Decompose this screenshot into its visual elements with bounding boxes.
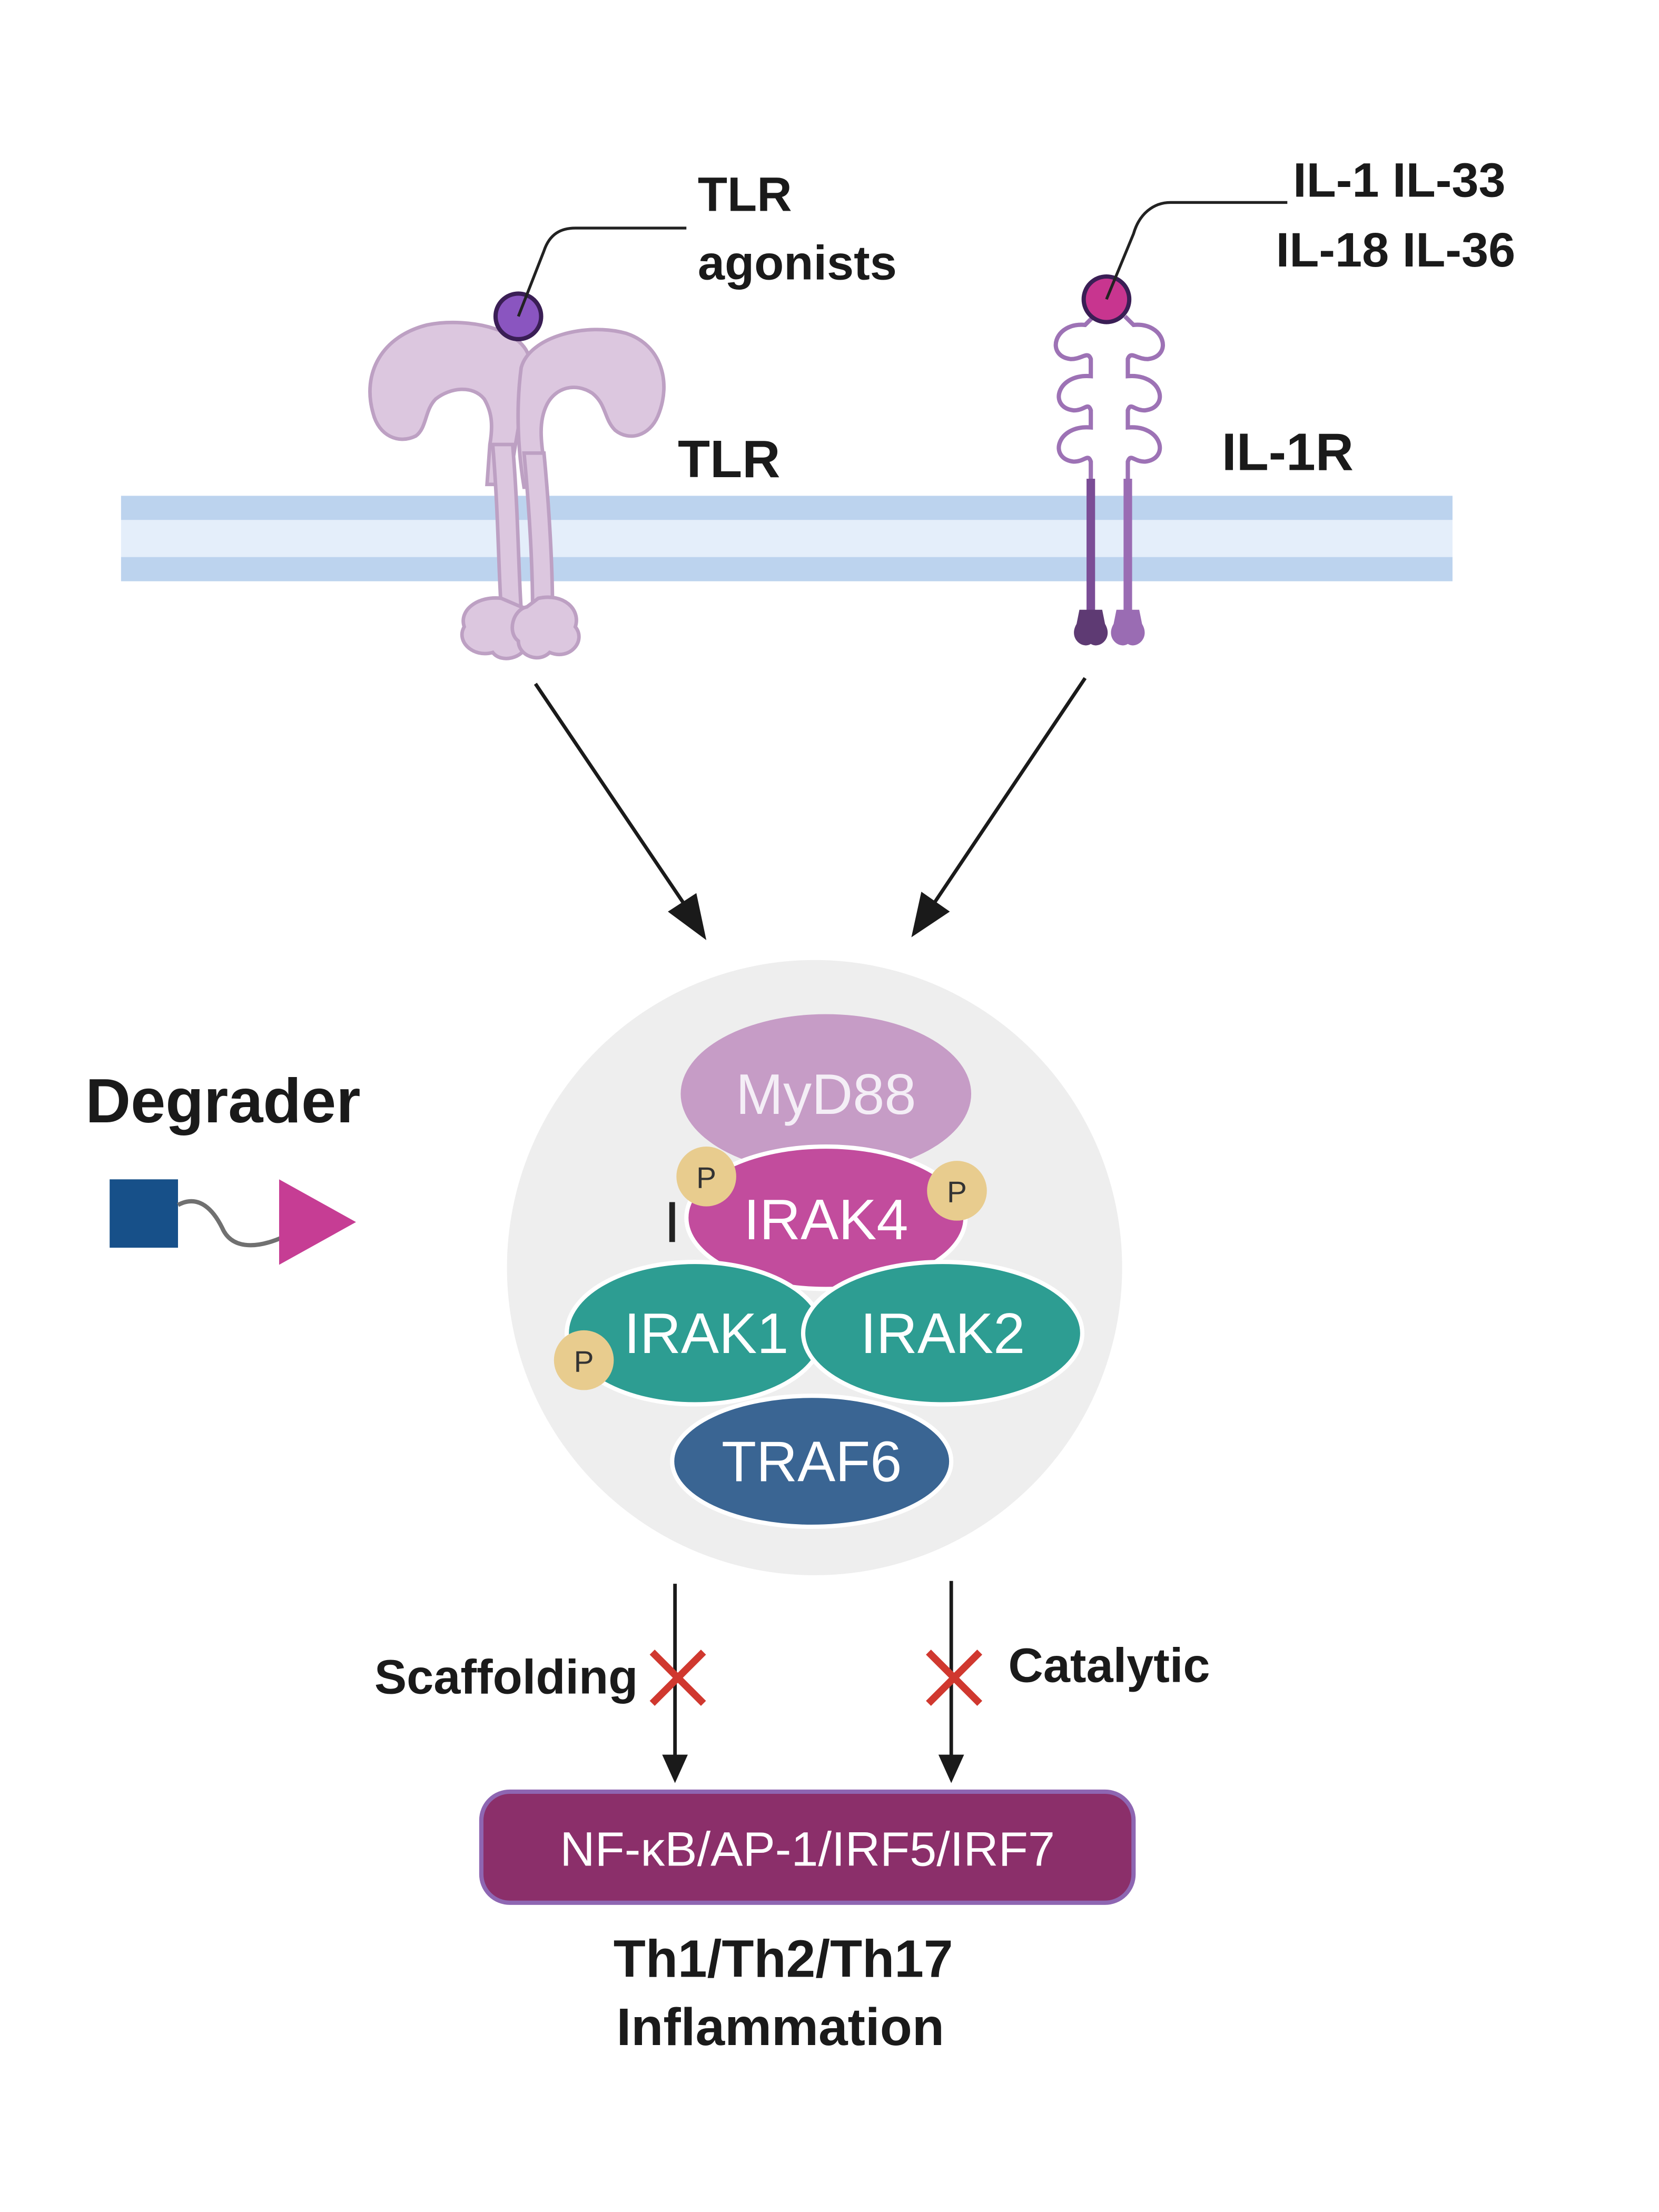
phospho-label: P bbox=[574, 1345, 594, 1378]
tlr-agonist-label-line2: agonists bbox=[698, 236, 897, 290]
tlr-agonist-label-line1: TLR bbox=[698, 168, 792, 222]
transcription-factors-label: NF-κB/AP-1/IRF5/IRF7 bbox=[560, 1823, 1055, 1877]
cell-membrane bbox=[121, 496, 1453, 581]
degrader-label: Degrader bbox=[85, 1066, 360, 1136]
irak4-phospho-left: P bbox=[676, 1147, 736, 1207]
degrader-molecule: Degrader bbox=[85, 1066, 675, 1265]
traf6-label: TRAF6 bbox=[722, 1429, 902, 1493]
irak1-label: IRAK1 bbox=[624, 1301, 789, 1365]
membrane-inner bbox=[121, 520, 1453, 557]
il1r-ig-domains-left bbox=[1053, 314, 1095, 479]
degrader-linker bbox=[177, 1199, 286, 1248]
irak2-protein bbox=[801, 1260, 1084, 1407]
il1-ligand-callout-line bbox=[1105, 201, 1288, 300]
il1r-tir-domain-right bbox=[1111, 609, 1145, 646]
il1r-ig-domains-right bbox=[1123, 314, 1165, 479]
irak4-phospho-right: P bbox=[927, 1161, 987, 1221]
myd88-protein bbox=[680, 1014, 972, 1174]
irak2-label: IRAK2 bbox=[861, 1301, 1025, 1365]
myddosome-complex: MyD88 IRAK4 TRAF6 IRAK1 IRAK2 P P P bbox=[507, 960, 1122, 1575]
tlr-transmembrane-left bbox=[490, 442, 524, 612]
il1-ligand-label-line1: IL-1 IL-33 bbox=[1293, 154, 1506, 208]
membrane-outer-bottom bbox=[121, 557, 1453, 581]
tlr-to-complex-arrow-shaft bbox=[534, 683, 685, 904]
tlr-to-complex-arrowhead bbox=[668, 893, 707, 940]
catalytic-label: Catalytic bbox=[1008, 1639, 1210, 1693]
traf6-protein bbox=[670, 1394, 954, 1529]
phospho-label: P bbox=[947, 1176, 967, 1209]
il1r-to-complex-arrowhead bbox=[911, 892, 950, 937]
il1r-to-complex-arrow-shaft bbox=[932, 677, 1087, 904]
il1-family-ligand bbox=[1081, 274, 1132, 324]
transcription-factors-box-border bbox=[479, 1789, 1136, 1905]
scaffolding-arrowhead bbox=[662, 1754, 688, 1783]
phospho-label: P bbox=[696, 1161, 716, 1194]
tlr-agonist-callout-line bbox=[517, 226, 687, 317]
immune-outcome-line1: Th1/Th2/Th17 bbox=[614, 1929, 953, 1988]
transcription-output: NF-κB/AP-1/IRF5/IRF7 Th1/Th2/Th17 Inflam… bbox=[479, 1789, 1136, 2057]
scaffolding-label: Scaffolding bbox=[374, 1650, 638, 1704]
il1r-receptor bbox=[1053, 314, 1165, 616]
myd88-label: MyD88 bbox=[736, 1062, 916, 1126]
downstream-pathways: Scaffolding Catalytic bbox=[374, 1581, 1210, 1783]
irak1-phospho: P bbox=[554, 1330, 614, 1390]
degrader-e3-ligand-triangle bbox=[279, 1179, 356, 1265]
il1r-receptor-label: IL-1R bbox=[1222, 423, 1354, 482]
signaling-arrows bbox=[534, 677, 1087, 940]
tlr-tir-domain-right bbox=[510, 595, 581, 660]
scaffolding-block-x-icon bbox=[649, 1650, 706, 1706]
catalytic-arrowhead bbox=[938, 1754, 964, 1783]
membrane-outer-top bbox=[121, 496, 1453, 520]
il1r-tir-domain-left bbox=[1074, 609, 1108, 646]
scaffolding-x-stroke-2 bbox=[649, 1650, 706, 1706]
immune-outcome-line2: Inflammation bbox=[616, 1998, 944, 2057]
transcription-factors-box bbox=[481, 1791, 1134, 1903]
phospho-badge bbox=[554, 1330, 614, 1390]
irak4-label: IRAK4 bbox=[744, 1188, 908, 1251]
tlr-receptor-label: TLR bbox=[678, 430, 780, 489]
il1-ligand-label-line2: IL-18 IL-36 bbox=[1276, 223, 1516, 277]
phospho-badge bbox=[676, 1147, 736, 1207]
tlr-receptor: TLR agonists TLR bbox=[368, 168, 897, 660]
tlr-ectodomain-right bbox=[516, 328, 666, 489]
il1r-tir-domains: IL-1 IL-33 IL-18 IL-36 IL-1R bbox=[1074, 154, 1515, 646]
degrader-ligand-square bbox=[110, 1179, 178, 1248]
catalytic-x-stroke-2 bbox=[926, 1650, 983, 1706]
phospho-badge bbox=[927, 1161, 987, 1221]
catalytic-block-x-icon bbox=[926, 1650, 983, 1706]
